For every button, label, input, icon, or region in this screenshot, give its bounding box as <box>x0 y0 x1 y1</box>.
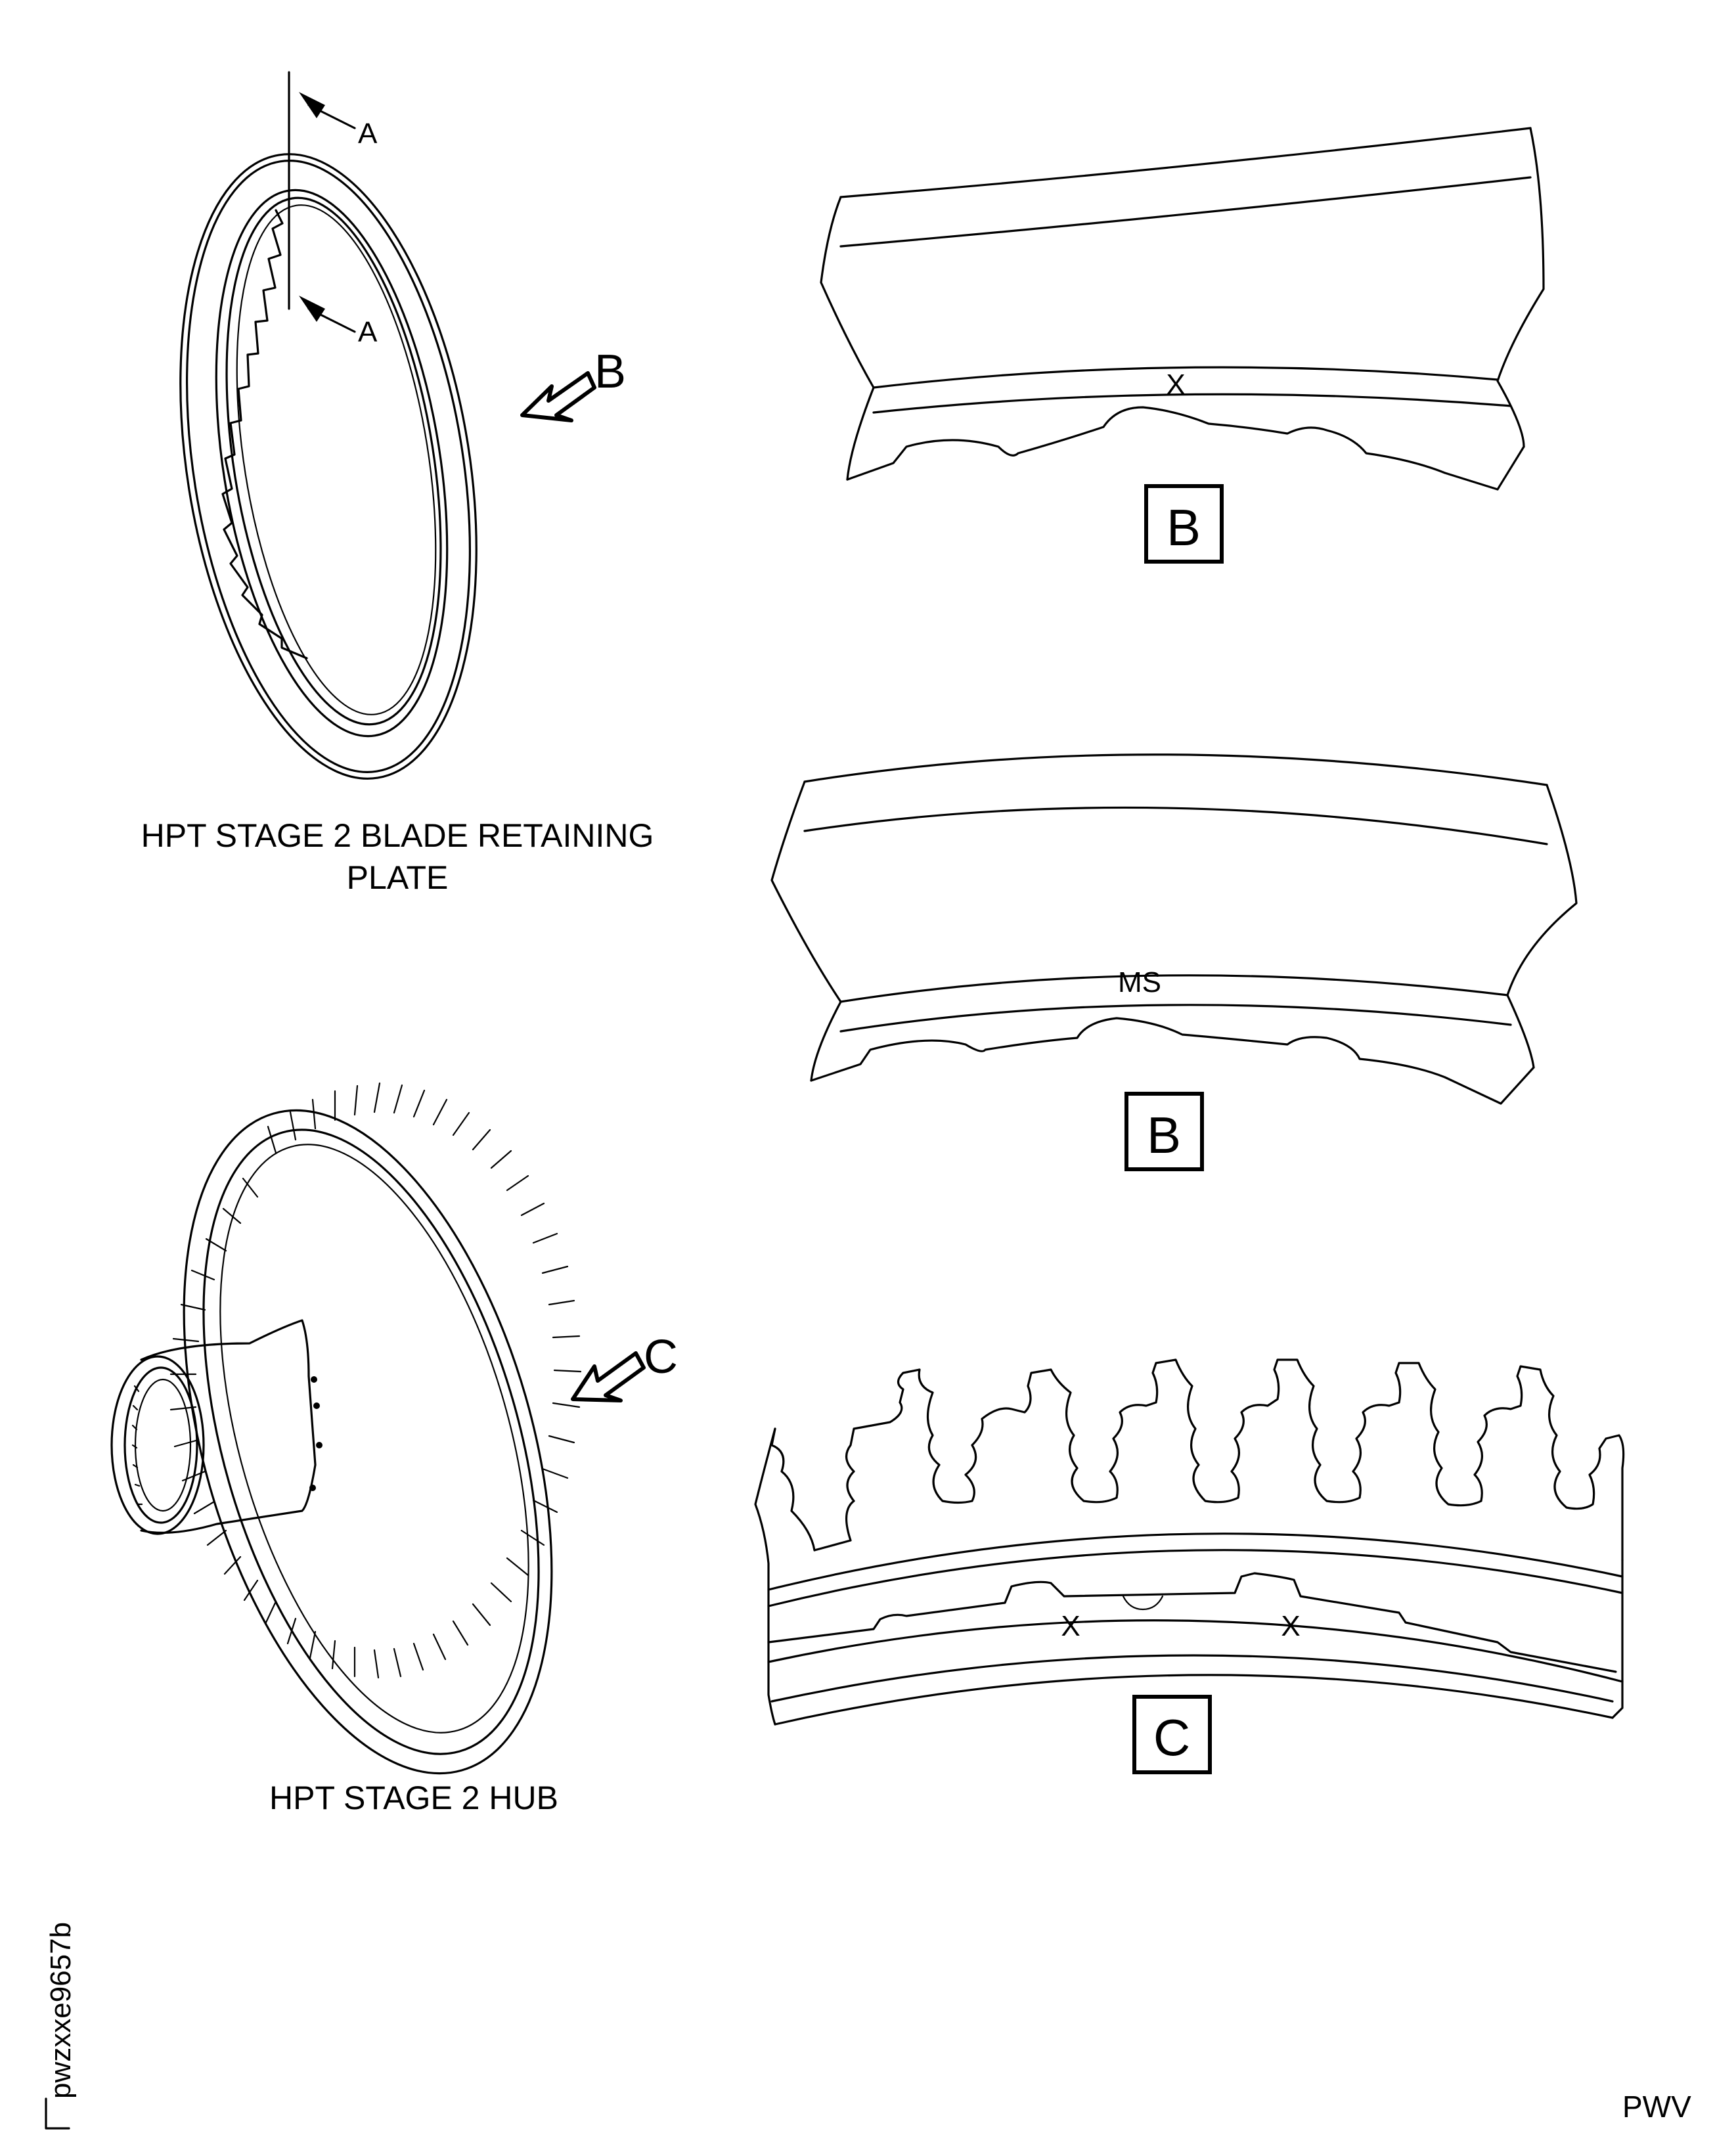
view-arrow-c <box>571 1351 646 1402</box>
hub-caption: HPT STAGE 2 HUB <box>269 1780 558 1816</box>
detail-c-drawing: X X C <box>754 1358 1625 1774</box>
hub-teeth <box>169 1082 582 1679</box>
detail-b-ms-drawing: MS B <box>770 753 1578 1171</box>
figure-id: pwzxxe9657b <box>45 1921 77 2099</box>
mark-x-c-left: X <box>1061 1610 1080 1642</box>
retaining-plate-drawing: A A B <box>179 71 626 780</box>
view-label-b1: B <box>1167 499 1201 556</box>
section-label-a-bottom: A <box>358 316 378 348</box>
figure-id-bracket <box>45 2097 70 2130</box>
mark-ms-b2: MS <box>1118 966 1161 998</box>
view-arrow-b <box>520 371 596 422</box>
mark-x-c-right: X <box>1281 1610 1300 1642</box>
view-label-b2: B <box>1147 1106 1181 1164</box>
plate-caption-line2: PLATE <box>346 859 449 896</box>
corner-code: PWV <box>1622 2090 1691 2124</box>
view-arrow-b-label: B <box>594 346 626 398</box>
view-label-box-b1 <box>1144 484 1224 564</box>
mark-x-b1: X <box>1166 369 1185 401</box>
detail-b-x-drawing: X B <box>820 127 1545 564</box>
section-label-a-top: A <box>358 118 378 150</box>
view-arrow-c-label: C <box>644 1331 678 1383</box>
plate-caption: HPT STAGE 2 BLADE RETAINING PLATE <box>85 815 709 899</box>
view-label-box-c <box>1132 1695 1212 1774</box>
hub-drawing: C <box>110 1082 678 1775</box>
plate-caption-line1: HPT STAGE 2 BLADE RETAINING <box>141 817 654 854</box>
view-label-box-b2 <box>1124 1092 1204 1171</box>
view-label-c: C <box>1153 1709 1190 1766</box>
